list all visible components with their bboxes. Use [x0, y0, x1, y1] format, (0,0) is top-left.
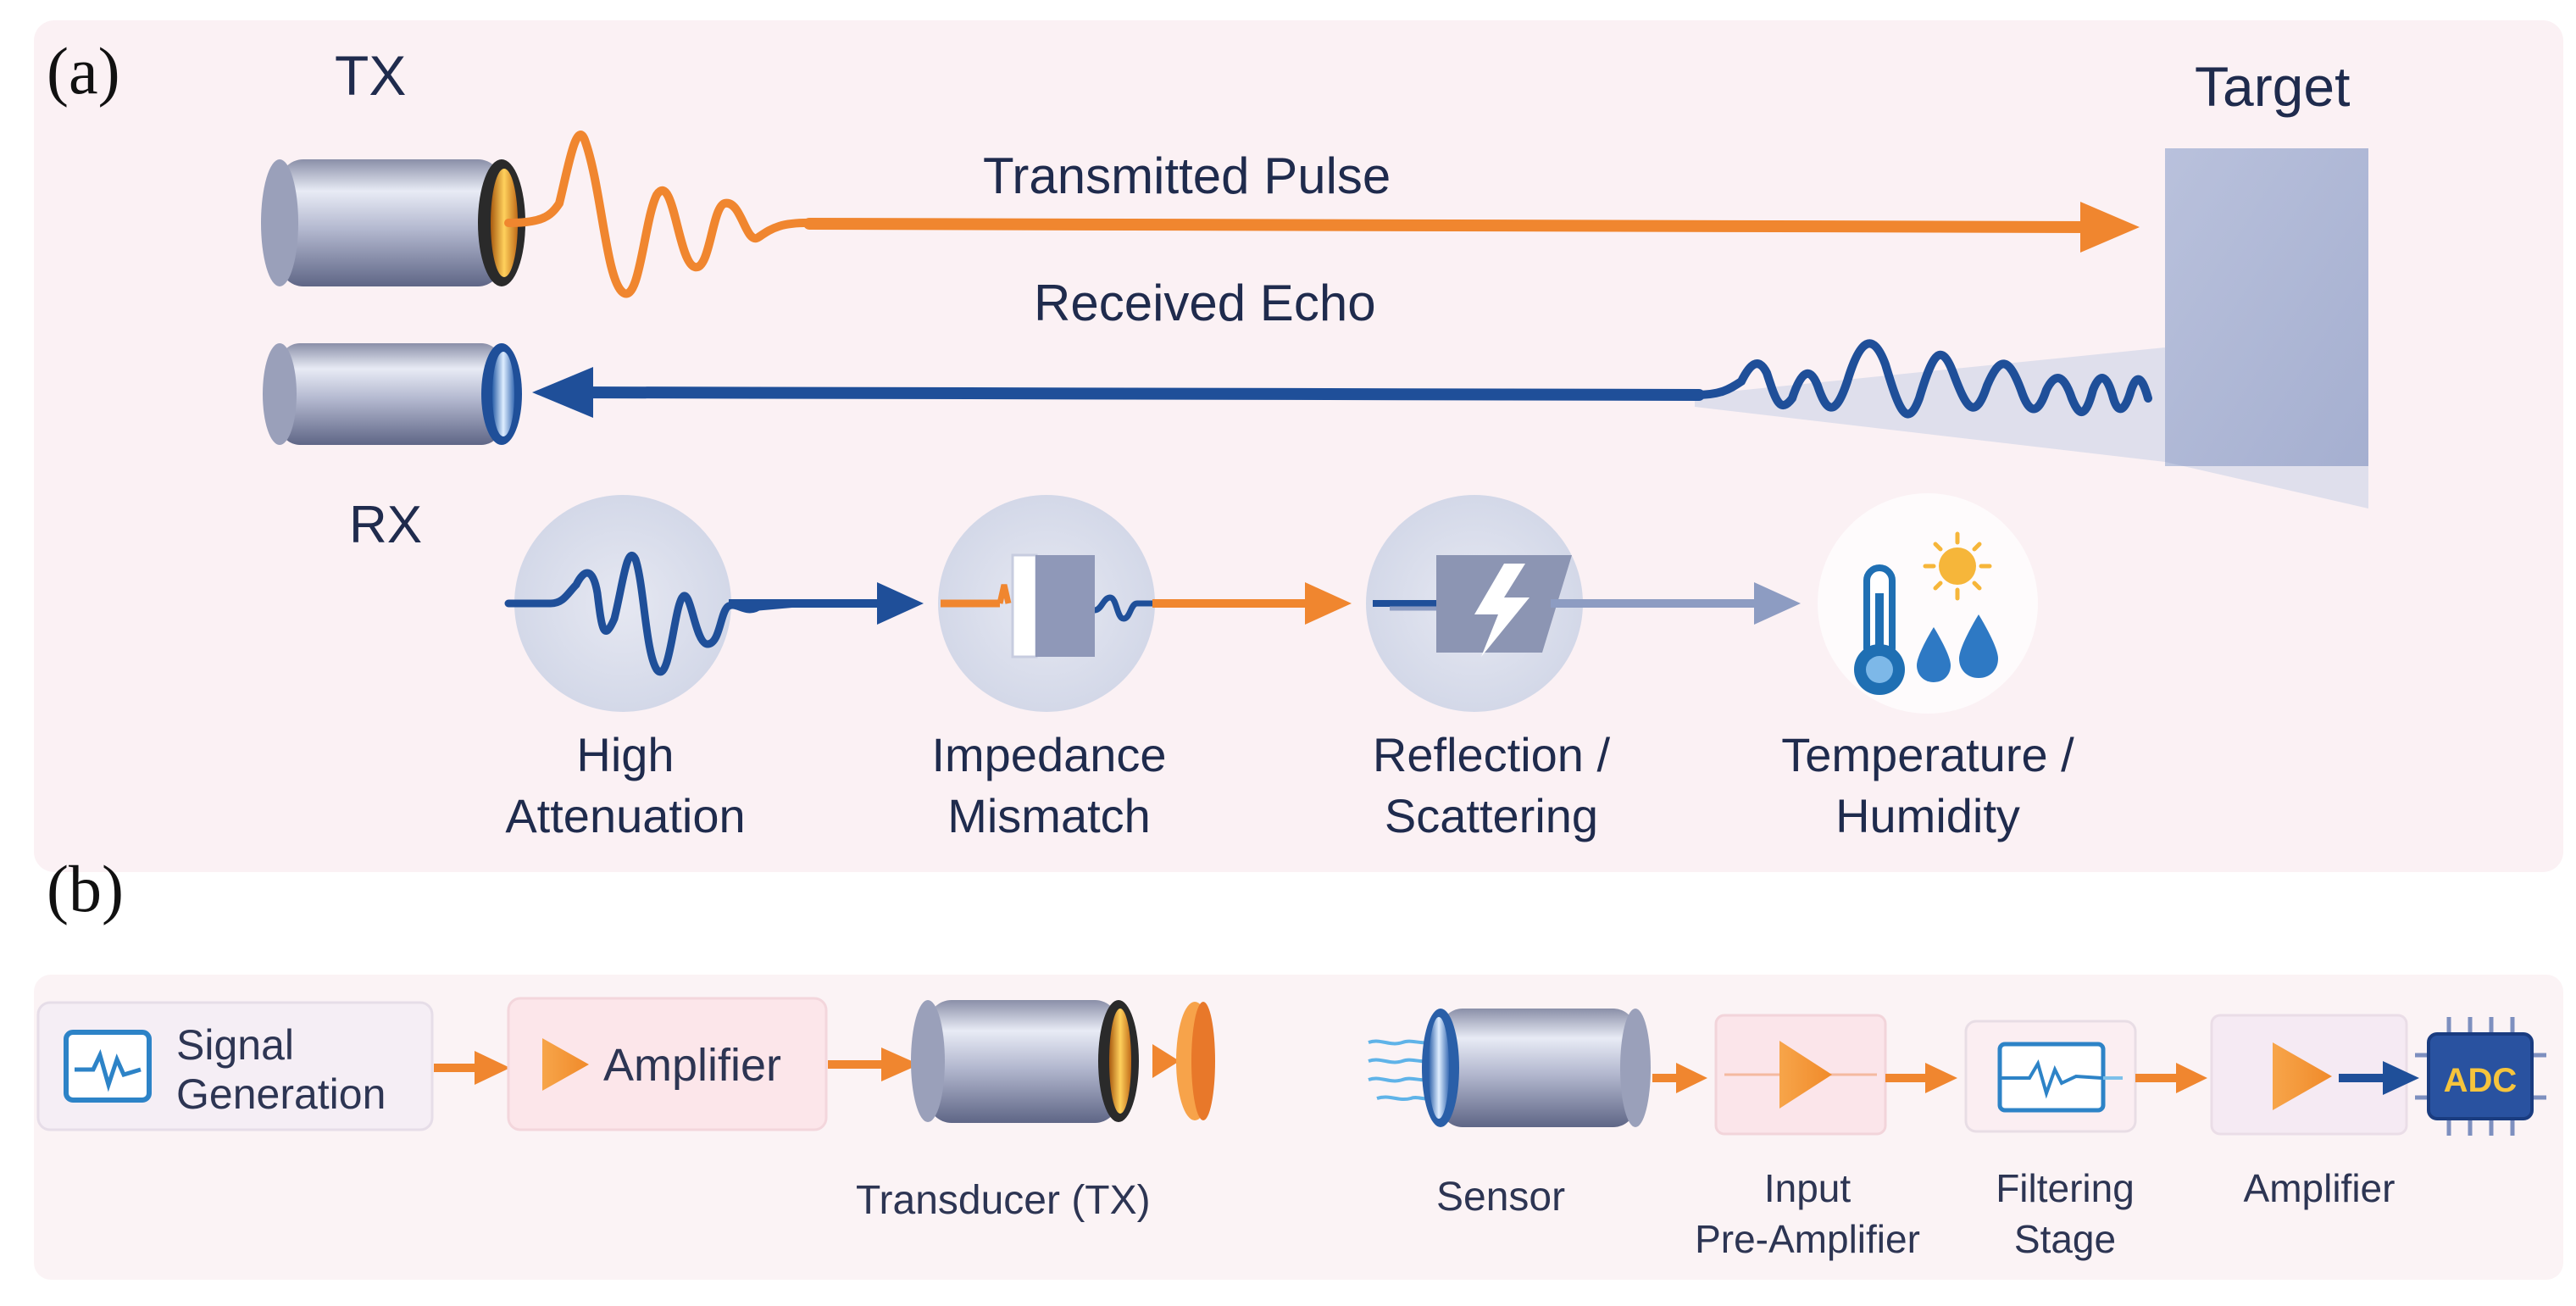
tx-transducer-b — [911, 1000, 1215, 1123]
effect-1-line2: Attenuation — [505, 789, 745, 842]
adc-chip-icon: ADC — [2415, 1017, 2546, 1136]
effect-reflection-scattering — [1366, 495, 1583, 712]
effect-impedance-mismatch — [938, 495, 1155, 712]
filter-waveform-icon — [1997, 1042, 2123, 1113]
rx-transducer — [263, 343, 522, 445]
effect-3-line1: Reflection / — [1373, 728, 1611, 781]
preamp-line1: Input — [1764, 1166, 1852, 1210]
incoming-wave-lines-icon — [1368, 1039, 1431, 1101]
waveform-monitor-icon — [64, 1030, 152, 1103]
echo-cone — [1695, 347, 2368, 509]
arrow-reflection-to-environment-head — [1754, 582, 1801, 625]
attenuating-wave-icon — [504, 552, 801, 676]
lightning-block-icon — [1436, 555, 1572, 657]
rx-label: RX — [349, 496, 422, 554]
panel-a-label: (a) — [47, 34, 120, 108]
target-block — [2165, 148, 2368, 466]
transmitted-pulse-label: Transmitted Pulse — [983, 147, 1391, 204]
arrow-siggen-to-amp-head — [475, 1051, 510, 1085]
arrow-attenuation-to-impedance-head — [877, 582, 924, 625]
thermometer-sun-droplets-icon — [1854, 531, 1998, 695]
filter-line2: Stage — [2014, 1217, 2116, 1261]
transmitted-wave — [504, 131, 818, 298]
signal-generation-line1: Signal — [176, 1021, 294, 1069]
sun-icon — [1923, 531, 1992, 601]
effect-1-line1: High — [576, 728, 674, 781]
effect-3-line2: Scattering — [1385, 789, 1598, 842]
transducer-tx-label: Transducer (TX) — [856, 1178, 1151, 1223]
signal-generation-line2: Generation — [176, 1070, 386, 1118]
rx-amp-triangle-icon — [2273, 1042, 2332, 1110]
received-echo-arrow — [570, 386, 1705, 401]
effect-4-line1: Temperature / — [1781, 728, 2074, 781]
preamp-block — [1714, 1014, 1887, 1136]
signal-generation-block: Signal Generation — [36, 1001, 434, 1131]
arrow-impedance-to-reflection-head — [1305, 582, 1352, 625]
effect-4-line2: Humidity — [1835, 789, 2020, 842]
effect-2-line2: Mismatch — [947, 789, 1151, 842]
tx-label: TX — [335, 44, 406, 107]
received-echo-label: Received Echo — [1034, 275, 1376, 331]
sensor-label: Sensor — [1436, 1175, 1565, 1220]
filter-block — [1964, 1020, 2137, 1133]
target-label: Target — [2195, 55, 2350, 118]
transmitted-arrowhead — [2080, 202, 2140, 253]
received-echo-wave — [1690, 339, 2152, 419]
adc-label: ADC — [2444, 1062, 2518, 1099]
tx-amplifier-block: Amplifier — [507, 997, 828, 1131]
amplifier-triangle-icon — [542, 1038, 589, 1091]
preamp-line2: Pre-Amplifier — [1695, 1217, 1920, 1261]
filter-line1: Filtering — [1996, 1166, 2135, 1210]
arrow-preamp-to-filter-head — [1925, 1063, 1957, 1093]
tx-amplifier-label: Amplifier — [603, 1040, 781, 1091]
effect-2-line1: Impedance — [931, 728, 1166, 781]
rx-amplifier-label: Amplifier — [2244, 1166, 2396, 1210]
arrow-amp-to-adc-head — [2383, 1061, 2419, 1095]
preamp-triangle-icon — [1779, 1041, 1832, 1109]
arrow-amp-to-transducer-head — [881, 1048, 919, 1081]
transmitted-arrow — [803, 218, 2099, 233]
panel-b-label: (b) — [47, 852, 124, 925]
impedance-block-icon — [1011, 553, 1095, 659]
sound-emitter-icon — [1152, 1044, 1180, 1078]
effect-temperature-humidity — [1818, 493, 2038, 714]
arrow-sensor-to-preamp-head — [1676, 1063, 1707, 1093]
arrow-filter-to-amp-head — [2176, 1063, 2207, 1093]
sensor-block — [1368, 1009, 1651, 1127]
received-echo-arrowhead — [532, 367, 593, 418]
effect-high-attenuation — [504, 495, 801, 712]
tx-transducer — [261, 159, 525, 286]
